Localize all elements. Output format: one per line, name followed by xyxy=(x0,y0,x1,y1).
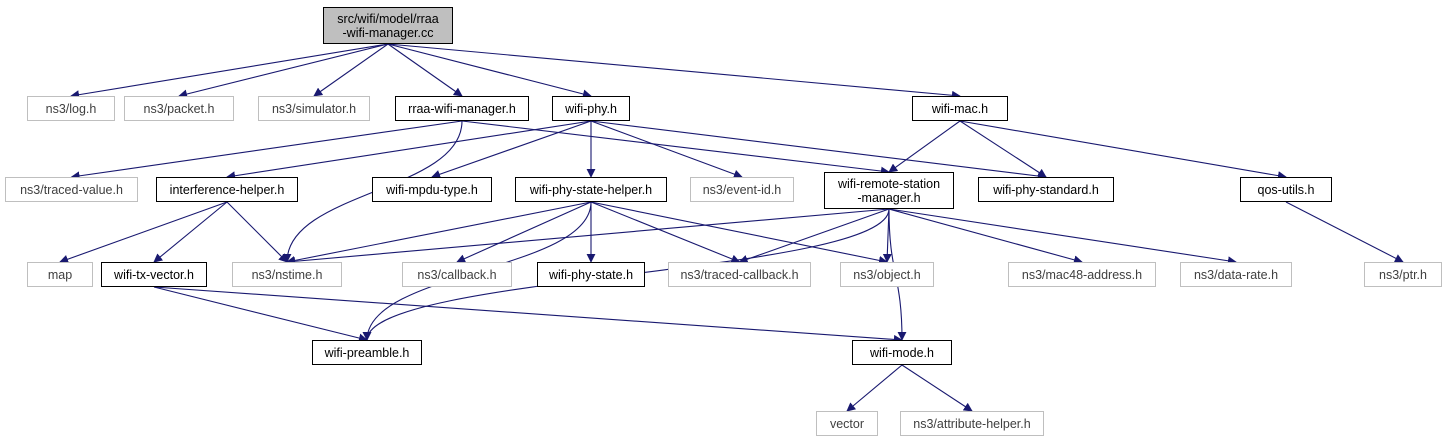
node-label: ns3/log.h xyxy=(45,101,97,116)
edge-phy-state-helper-to-object xyxy=(590,201,888,265)
node-wifi-mode[interactable]: wifi-mode.h xyxy=(852,340,952,365)
edge-wifi-mac-to-qos-utils xyxy=(959,120,1287,181)
node-label: ns3/simulator.h xyxy=(271,101,357,116)
edge-phy-state-helper-to-callback xyxy=(456,201,592,263)
node-vector: vector xyxy=(816,411,878,436)
node-data-rate: ns3/data-rate.h xyxy=(1180,262,1292,287)
node-tx-vector[interactable]: wifi-tx-vector.h xyxy=(101,262,207,287)
node-traced-callback: ns3/traced-callback.h xyxy=(668,262,811,287)
edge-interference-to-map xyxy=(59,201,228,264)
node-label: wifi-phy-state.h xyxy=(548,267,634,282)
node-label: map xyxy=(47,267,73,282)
node-phy-state-helper[interactable]: wifi-phy-state-helper.h xyxy=(515,177,667,202)
node-label: rraa-wifi-manager.h xyxy=(408,101,516,116)
node-label: ns3/attribute-helper.h xyxy=(913,416,1031,431)
node-packet: ns3/packet.h xyxy=(124,96,234,121)
node-wifi-phy[interactable]: wifi-phy.h xyxy=(552,96,630,121)
node-label: ns3/traced-callback.h xyxy=(680,267,799,282)
node-log: ns3/log.h xyxy=(27,96,115,121)
node-label: ns3/object.h xyxy=(853,267,921,282)
node-label: wifi-mpdu-type.h xyxy=(386,182,478,197)
node-label: ns3/ptr.h xyxy=(1379,267,1427,282)
node-label: ns3/nstime.h xyxy=(251,267,323,282)
node-label: qos-utils.h xyxy=(1257,182,1315,197)
node-label: -manager.h xyxy=(857,190,921,205)
node-object: ns3/object.h xyxy=(840,262,934,287)
edge-wifi-mode-to-attribute-helper xyxy=(901,364,973,412)
node-phy-state[interactable]: wifi-phy-state.h xyxy=(537,262,645,287)
node-simulator: ns3/simulator.h xyxy=(258,96,370,121)
edge-rraa-cc-to-packet xyxy=(178,43,389,99)
node-map: map xyxy=(27,262,93,287)
node-label: wifi-phy-standard.h xyxy=(993,182,1099,197)
node-mpdu-type[interactable]: wifi-mpdu-type.h xyxy=(372,177,492,202)
edge-qos-utils-to-ptr xyxy=(1285,201,1404,263)
node-event-id: ns3/event-id.h xyxy=(690,177,794,202)
edge-rraa-h-to-traced-value xyxy=(70,120,463,181)
node-label: wifi-tx-vector.h xyxy=(114,267,194,282)
edge-rraa-cc-to-log xyxy=(70,43,389,100)
node-remote-station[interactable]: wifi-remote-station-manager.h xyxy=(824,172,954,209)
edge-phy-state-helper-to-nstime xyxy=(286,201,592,265)
edge-rraa-cc-to-wifi-mac xyxy=(387,43,961,100)
node-label: -wifi-manager.cc xyxy=(342,25,434,40)
edge-wifi-phy-to-event-id xyxy=(590,120,743,179)
node-label: wifi-remote-station xyxy=(837,176,941,191)
edge-wifi-mac-to-phy-standard xyxy=(959,120,1047,178)
edge-phy-state-helper-to-traced-callback xyxy=(590,201,741,264)
node-phy-standard[interactable]: wifi-phy-standard.h xyxy=(978,177,1114,202)
edge-remote-station-to-mac48 xyxy=(888,208,1083,265)
node-rraa-h[interactable]: rraa-wifi-manager.h xyxy=(395,96,529,121)
node-rraa-cc[interactable]: src/wifi/model/rraa-wifi-manager.cc xyxy=(323,7,453,44)
node-qos-utils[interactable]: qos-utils.h xyxy=(1240,177,1332,202)
edge-rraa-cc-to-rraa-h xyxy=(387,43,463,97)
node-label: wifi-mode.h xyxy=(870,345,934,360)
node-label: ns3/mac48-address.h xyxy=(1021,267,1143,282)
edge-wifi-phy-to-mpdu-type xyxy=(431,120,592,179)
edge-rraa-cc-to-wifi-phy xyxy=(387,43,592,99)
edge-rraa-h-to-remote-station xyxy=(461,120,890,176)
node-label: vector xyxy=(829,416,865,431)
node-label: ns3/data-rate.h xyxy=(1193,267,1279,282)
node-label: ns3/callback.h xyxy=(417,267,497,282)
edge-interference-to-tx-vector xyxy=(153,201,228,263)
node-label: ns3/event-id.h xyxy=(702,182,782,197)
node-callback: ns3/callback.h xyxy=(402,262,512,287)
node-traced-value: ns3/traced-value.h xyxy=(5,177,138,202)
node-label: wifi-preamble.h xyxy=(324,345,410,360)
edge-rraa-cc-to-simulator xyxy=(313,43,389,97)
edge-remote-station-to-nstime xyxy=(286,208,890,266)
edge-interference-to-nstime xyxy=(226,201,288,263)
node-label: ns3/packet.h xyxy=(143,101,215,116)
edge-tx-vector-to-preamble xyxy=(153,286,368,343)
node-wifi-mac[interactable]: wifi-mac.h xyxy=(912,96,1008,121)
node-nstime: ns3/nstime.h xyxy=(232,262,342,287)
node-label: wifi-mac.h xyxy=(931,101,989,116)
edge-tx-vector-to-wifi-mode xyxy=(153,286,903,344)
edge-wifi-mode-to-vector xyxy=(846,364,903,412)
node-label: src/wifi/model/rraa xyxy=(337,11,439,26)
node-mac48: ns3/mac48-address.h xyxy=(1008,262,1156,287)
node-preamble[interactable]: wifi-preamble.h xyxy=(312,340,422,365)
edge-remote-station-to-data-rate xyxy=(888,208,1237,266)
node-interference[interactable]: interference-helper.h xyxy=(156,177,298,202)
node-label: ns3/traced-value.h xyxy=(20,182,123,197)
node-label: interference-helper.h xyxy=(169,182,285,197)
edge-wifi-mac-to-remote-station xyxy=(888,120,961,173)
edge-wifi-phy-to-phy-standard xyxy=(590,120,1047,181)
edge-wifi-phy-to-interference xyxy=(226,120,592,181)
edge-remote-station-to-traced-callback xyxy=(738,208,890,264)
node-label: wifi-phy-state-helper.h xyxy=(529,182,653,197)
node-ptr: ns3/ptr.h xyxy=(1364,262,1442,287)
node-label: wifi-phy.h xyxy=(565,101,617,116)
node-attribute-helper: ns3/attribute-helper.h xyxy=(900,411,1044,436)
